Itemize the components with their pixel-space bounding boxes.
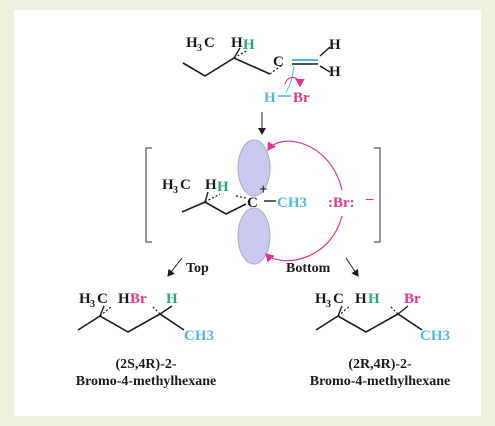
carbocation-plus: + bbox=[259, 182, 268, 198]
reactant-h3c-c: C bbox=[204, 35, 215, 51]
reactant-h3c-sub: 3 bbox=[197, 43, 202, 54]
intermediate-hash-h bbox=[204, 193, 221, 203]
reactant-h3c-h: H bbox=[186, 35, 198, 51]
product-right-h-green: H bbox=[368, 291, 380, 307]
bromide-ion: :Br: bbox=[328, 195, 355, 211]
p-orbital-top-lobe bbox=[237, 139, 271, 197]
top-attack-arrow bbox=[267, 140, 343, 191]
product-right-name-line1: (2R,4R)-2- bbox=[348, 357, 412, 372]
carbocation-intermediate: H 3 C H H C + CH3 :Br: – bbox=[145, 139, 381, 265]
hydrogen-bromide: H Br bbox=[264, 90, 310, 106]
reactant-carbon: C bbox=[273, 54, 284, 70]
bottom-path-arrow bbox=[345, 257, 359, 277]
bottom-attack-arrow bbox=[265, 215, 343, 263]
reactant-h-top: H bbox=[329, 37, 341, 53]
product-left-h3c-h: H bbox=[79, 291, 91, 307]
intermediate-bond-up bbox=[204, 191, 209, 203]
product-left-methyl-bond bbox=[99, 305, 105, 317]
product-right-hash-h-green bbox=[389, 305, 399, 315]
product-left-br: Br bbox=[130, 291, 147, 307]
product-left-ch3: CH3 bbox=[184, 328, 214, 344]
reactant-ch-bond-bottom bbox=[319, 65, 331, 73]
product-right-h-black: H bbox=[355, 291, 367, 307]
top-path-arrow bbox=[167, 257, 183, 277]
reactant-h-bottom: H bbox=[329, 64, 341, 80]
reactant-hash-bond bbox=[269, 64, 283, 75]
hbr-hydrogen: H bbox=[264, 90, 276, 106]
product-2r4r: H 3 C H H Br CH3 (2R,4R)-2- Bromo-4-meth… bbox=[310, 291, 451, 389]
reactant-alkene: H 3 C H H C H H H Br bbox=[182, 35, 341, 106]
product-left-skeleton bbox=[77, 313, 185, 333]
product-left-name-line2: Bromo-4-methylhexane bbox=[76, 374, 217, 389]
product-right-br: Br bbox=[404, 291, 421, 307]
bracket-right bbox=[374, 147, 381, 243]
reactant-hash-h bbox=[233, 49, 249, 59]
intermediate-ch3: CH3 bbox=[277, 195, 307, 211]
hbr-bond-cleavage-arrow bbox=[284, 76, 305, 88]
intermediate-h-black: H bbox=[205, 177, 217, 193]
reactant-bond-up bbox=[233, 47, 241, 59]
carbocation-carbon: C bbox=[247, 195, 258, 211]
reactant-ch-bond-top bbox=[319, 46, 331, 57]
product-right-name-line2: Bromo-4-methylhexane bbox=[310, 374, 451, 389]
intermediate-h3c-c: C bbox=[180, 177, 191, 193]
intermediate-hash-c bbox=[235, 195, 247, 199]
product-right-h3c-sub: 3 bbox=[326, 299, 331, 310]
reactant-skeleton bbox=[182, 57, 271, 77]
p-orbital-bottom-lobe bbox=[237, 207, 271, 265]
product-left-hash-br bbox=[151, 305, 161, 315]
product-left-hash-h bbox=[99, 305, 113, 317]
product-left-name-line1: (2S,4R)-2- bbox=[115, 357, 176, 372]
reactant-h-green: H bbox=[243, 37, 255, 53]
top-path-label: Top bbox=[186, 261, 209, 276]
product-right-h3c-c: C bbox=[333, 291, 344, 307]
hbr-bromine: Br bbox=[293, 90, 310, 106]
product-right-skeleton bbox=[315, 313, 423, 333]
bromide-charge: – bbox=[365, 191, 374, 207]
intermediate-skeleton bbox=[181, 201, 247, 215]
reactant-h-black: H bbox=[231, 35, 243, 51]
product-right-h3c-h: H bbox=[315, 291, 327, 307]
bracket-left bbox=[145, 147, 152, 243]
intermediate-h3c-h: H bbox=[162, 177, 174, 193]
product-left-h-bond bbox=[159, 305, 173, 315]
product-left-h3c-sub: 3 bbox=[90, 299, 95, 310]
intermediate-h3c-sub: 3 bbox=[173, 185, 178, 196]
product-2s4r: H 3 C H Br H CH3 (2S,4R)-2- Bromo-4-meth… bbox=[76, 291, 217, 389]
product-left-h-green: H bbox=[166, 291, 178, 307]
intermediate-h-green: H bbox=[217, 179, 229, 195]
product-right-hash-h bbox=[337, 305, 351, 317]
pi-bond-attack-arrow bbox=[285, 65, 295, 93]
product-right-methyl-bond bbox=[337, 305, 343, 317]
product-left-h3c-c: C bbox=[97, 291, 108, 307]
product-right-ch3: CH3 bbox=[420, 328, 450, 344]
product-right-br-bond bbox=[397, 305, 409, 315]
bottom-path-label: Bottom bbox=[286, 261, 331, 276]
product-left-h-black: H bbox=[118, 291, 130, 307]
